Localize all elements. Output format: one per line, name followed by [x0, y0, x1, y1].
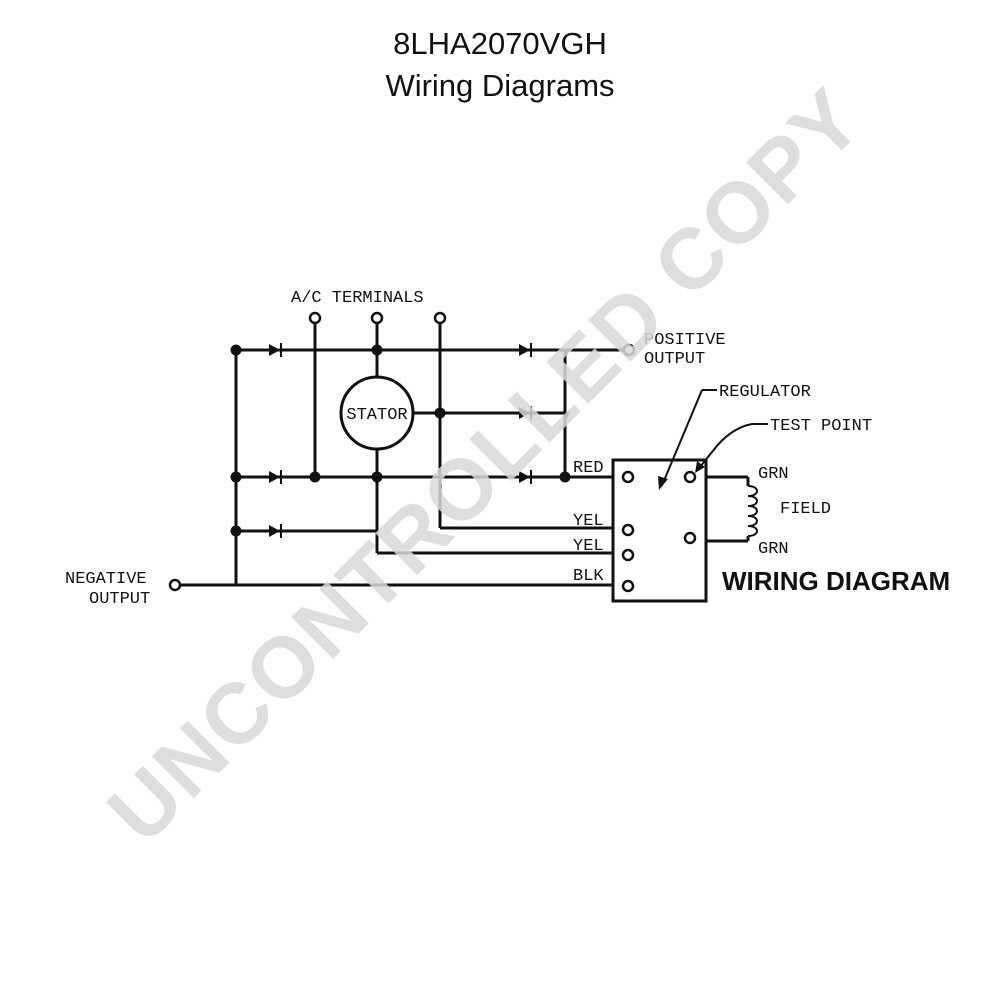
positive-output-label-2: OUTPUT — [644, 350, 705, 369]
ac-terminals-label: A/C TERMINALS — [291, 289, 424, 308]
stator-label: STATOR — [346, 406, 407, 425]
field-label: FIELD — [780, 500, 831, 519]
regulator-pointer — [658, 389, 717, 490]
test-point-label: TEST POINT — [770, 417, 872, 436]
diode-icon — [269, 524, 282, 538]
diode-icon — [562, 349, 570, 357]
test-point-pointer — [695, 423, 768, 473]
wire-label-red: RED — [573, 459, 604, 478]
diode-icon — [269, 470, 282, 484]
page-title: 8LHA2070VGH — [393, 26, 607, 61]
diode-icon — [519, 470, 532, 484]
diodes — [269, 343, 570, 538]
stator-symbol — [339, 375, 415, 451]
field-coil — [706, 475, 758, 543]
wire-label-yel-2: YEL — [573, 537, 604, 556]
negative-output-label-2: OUTPUT — [89, 590, 150, 609]
positive-output-label-1: POSITIVE — [644, 331, 726, 350]
diode-icon — [269, 343, 282, 357]
ac-terminals — [308, 311, 447, 325]
wire-label-yel-1: YEL — [573, 512, 604, 531]
positive-output-terminal — [622, 343, 636, 357]
diode-icon — [519, 343, 532, 357]
negative-output-terminal — [168, 578, 182, 592]
regulator-label: REGULATOR — [719, 383, 811, 402]
wiring-diagram-caption: WIRING DIAGRAM — [722, 566, 950, 596]
negative-output-label-1: NEGATIVE — [65, 570, 147, 589]
diode-icon — [562, 412, 570, 420]
regulator-terminals — [621, 470, 697, 593]
diode-icon — [519, 406, 532, 420]
grn-bottom-label: GRN — [758, 540, 789, 559]
wire-label-blk: BLK — [573, 567, 604, 586]
grn-top-label: GRN — [758, 465, 789, 484]
page-subtitle: Wiring Diagrams — [385, 68, 615, 103]
junction-dots — [230, 344, 571, 537]
